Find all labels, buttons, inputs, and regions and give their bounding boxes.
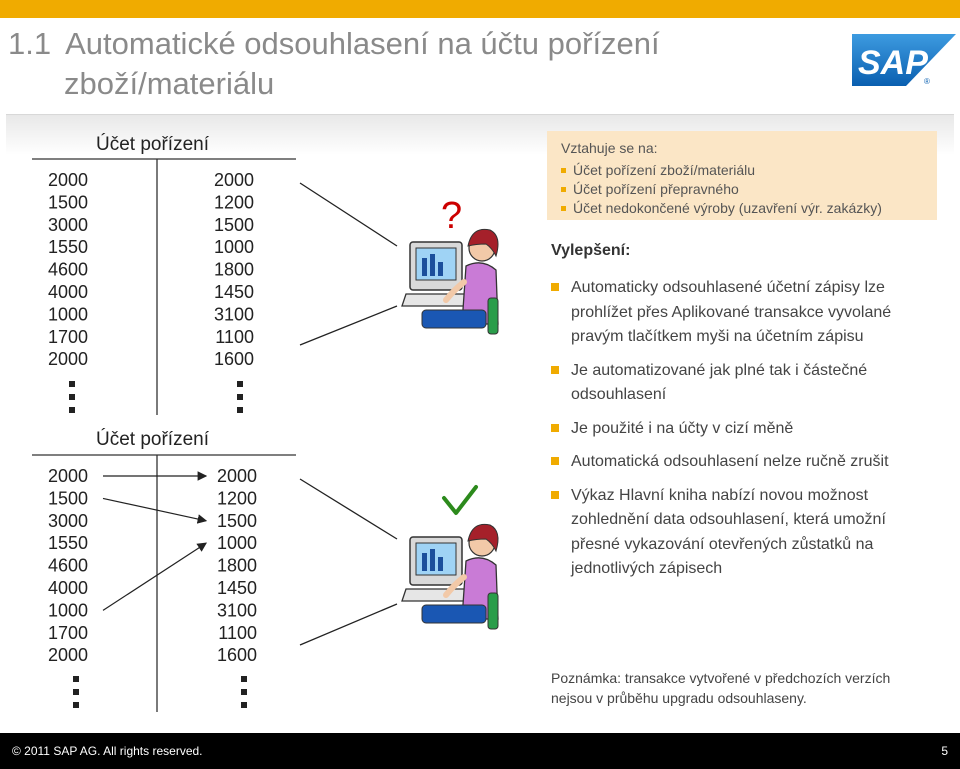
improvements-heading: Vylepšení: [551, 242, 631, 259]
sap-logo-shape [852, 34, 956, 86]
bottom-debit-value: 2000 [48, 645, 88, 665]
registered-mark: ® [924, 77, 930, 86]
top-debit-value: 4000 [48, 282, 88, 302]
top-debit-value: 2000 [48, 349, 88, 369]
top-credit-value: 1800 [214, 260, 254, 280]
top-debit-value: 4600 [48, 260, 88, 280]
top-credit-value: 1200 [214, 192, 254, 212]
top-debit-value: 1550 [48, 237, 88, 257]
match-arrow [102, 542, 208, 611]
clerk-computer-icon-bottom [401, 523, 499, 630]
bottom-debit-value: 4600 [48, 556, 88, 576]
clerk-computer-icon-top [401, 228, 499, 335]
footnote: Poznámka: transakce vytvořené v předchoz… [551, 670, 891, 706]
bottom-credit-value: 1500 [217, 511, 257, 531]
top-credit-value: 1000 [214, 237, 254, 257]
copyright-text: © 2011 SAP AG. All rights reserved. [12, 744, 203, 758]
applies-to-item: Účet pořízení přepravného [561, 180, 923, 199]
improvement-item: Výkaz Hlavní kniha nabízí novou možnost … [551, 484, 911, 582]
top-credit-value: 3100 [214, 304, 254, 324]
top-right-ellipsis [237, 381, 243, 413]
bottom-debit-value: 1500 [48, 488, 88, 508]
top-debit-value: 1700 [48, 327, 88, 347]
top-debit-value: 2000 [48, 170, 88, 190]
improvements-list: Automaticky odsouhlasené účetní zápisy l… [551, 276, 911, 591]
bottom-debit-value: 2000 [48, 466, 88, 486]
bottom-credit-value: 2000 [217, 466, 257, 486]
sap-logo-text: SAP [858, 44, 928, 82]
section-number: 1.1 [8, 26, 52, 61]
top-debit-value: 1500 [48, 192, 88, 212]
improvement-item: Automaticky odsouhlasené účetní zápisy l… [551, 276, 911, 350]
bottom-debit-value: 4000 [48, 578, 88, 598]
top-connector-lower [299, 305, 398, 346]
title-line-1: Automatické odsouhlasení na účtu pořízen… [65, 26, 660, 61]
footer-bar: © 2011 SAP AG. All rights reserved. 5 [0, 733, 960, 769]
page-number: 5 [941, 744, 948, 758]
bottom-left-ellipsis [73, 676, 79, 708]
question-mark: ? [441, 195, 462, 237]
applies-to-item: Účet nedokončené výroby (uzavření výr. z… [561, 199, 923, 218]
top-debit-value: 3000 [48, 215, 88, 235]
improvement-item: Automatická odsouhlasení nelze ručně zru… [551, 450, 911, 475]
top-credit-value: 1450 [214, 282, 254, 302]
top-credit-value: 1600 [214, 349, 254, 369]
bottom-credit-value: 1000 [217, 533, 257, 553]
bottom-debit-value: 3000 [48, 511, 88, 531]
checkmark-icon [442, 485, 478, 515]
bottom-credit-value: 1600 [217, 645, 257, 665]
matching-arrows [102, 471, 208, 611]
bottom-debit-value: 1550 [48, 533, 88, 553]
match-arrow [102, 497, 208, 524]
improvement-item: Je použité i na účty v cizí měně [551, 417, 911, 442]
bottom-account-title: Účet pořízení [96, 428, 210, 450]
top-credit-value: 1500 [214, 215, 254, 235]
top-accent-bar [0, 0, 960, 18]
page-title: 1.1 Automatické odsouhlasení na účtu poří… [8, 24, 828, 104]
top-connector-upper [299, 182, 398, 247]
top-account-title: Účet pořízení [96, 133, 210, 155]
bottom-debit-value: 1700 [48, 623, 88, 643]
applies-to-item: Účet pořízení zboží/materiálu [561, 161, 923, 180]
applies-to-box: Vztahuje se na: Účet pořízení zboží/mate… [547, 131, 937, 220]
title-line-2: zboží/materiálu [64, 66, 275, 101]
bottom-credit-value: 1800 [217, 556, 257, 576]
top-left-ellipsis [69, 381, 75, 413]
top-credit-value: 1100 [215, 327, 254, 347]
improvement-item: Je automatizované jak plné tak i částečn… [551, 359, 911, 408]
bottom-credit-value: 1200 [217, 488, 257, 508]
bottom-credit-value: 1100 [218, 623, 257, 643]
bottom-right-ellipsis [241, 676, 247, 708]
sap-logo: SAP ® [852, 34, 956, 86]
applies-to-heading: Vztahuje se na: [561, 140, 658, 156]
bottom-connector-lower [299, 603, 398, 646]
bottom-credit-value: 3100 [217, 600, 257, 620]
bottom-debit-value: 1000 [48, 600, 88, 620]
top-debit-value: 1000 [48, 304, 88, 324]
bottom-credit-value: 1450 [217, 578, 257, 598]
bottom-connector-upper [299, 478, 398, 540]
top-credit-value: 2000 [214, 170, 254, 190]
